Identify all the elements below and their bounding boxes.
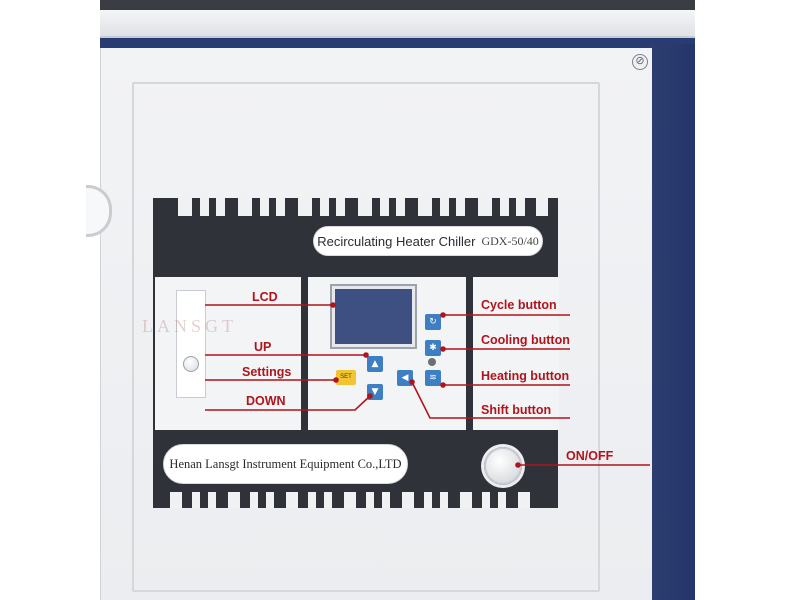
title-plate: Recirculating Heater Chiller GDX-50/40	[313, 226, 543, 256]
device-title: Recirculating Heater Chiller	[317, 233, 476, 249]
panel-tooth	[170, 492, 182, 508]
watermark: LANSGT	[142, 316, 237, 336]
panel-tooth	[276, 198, 285, 216]
panel-tooth	[456, 198, 465, 216]
screw-icon: ⊘	[632, 54, 648, 70]
label-down: DOWN	[246, 394, 286, 408]
label-settings: Settings	[242, 365, 292, 379]
panel-tooth	[482, 492, 490, 508]
panel-tooth	[286, 492, 298, 508]
panel-tooth	[238, 198, 252, 216]
panel-tooth	[260, 198, 269, 216]
panel-tooth	[358, 198, 372, 216]
panel-tooth	[298, 198, 312, 216]
small-knob[interactable]	[183, 356, 199, 372]
panel-tooth	[440, 492, 448, 508]
down-button[interactable]: ▼	[367, 384, 383, 400]
panel-tooth	[336, 198, 345, 216]
panel-tooth	[518, 492, 530, 508]
cabinet-side-panel	[650, 44, 700, 600]
panel-tooth	[320, 198, 329, 216]
panel-tooth	[366, 492, 374, 508]
panel-tooth	[228, 492, 240, 508]
panel-tooth	[178, 198, 192, 216]
door-inset-frame	[132, 82, 600, 592]
label-cycle: Cycle button	[481, 298, 557, 312]
status-led	[428, 358, 436, 366]
panel-tooth	[500, 198, 509, 216]
panel-tooth	[200, 198, 209, 216]
company-name: Henan Lansgt Instrument Equipment Co.,LT…	[169, 456, 402, 471]
panel-tooth	[498, 492, 506, 508]
label-shift: Shift button	[481, 403, 552, 417]
panel-tooth	[250, 492, 258, 508]
company-plate: Henan Lansgt Instrument Equipment Co.,LT…	[163, 444, 408, 484]
panel-tooth	[380, 198, 389, 216]
label-heating: Heating button	[481, 369, 570, 383]
shift-button[interactable]: ◀	[397, 370, 413, 386]
heating-button[interactable]: ≋	[425, 370, 441, 386]
label-cooling: Cooling button	[481, 333, 570, 347]
panel-tooth	[208, 492, 216, 508]
panel-tooth	[460, 492, 472, 508]
lcd-screen	[335, 289, 412, 344]
power-button[interactable]	[484, 447, 522, 485]
panel-tooth	[216, 198, 225, 216]
panel-tooth	[440, 198, 449, 216]
panel-tooth	[308, 492, 316, 508]
panel-tooth	[324, 492, 332, 508]
panel-tooth	[402, 492, 414, 508]
panel-tooth	[516, 198, 525, 216]
background-right	[695, 0, 800, 600]
cabinet-blue-trim	[100, 38, 700, 48]
cooling-button[interactable]: ✱	[425, 340, 441, 356]
panel-tooth	[382, 492, 390, 508]
panel-tooth	[396, 198, 405, 216]
label-up: UP	[254, 340, 272, 354]
device-model: GDX-50/40	[481, 233, 539, 248]
indicator-window	[176, 290, 206, 398]
panel-tooth	[418, 198, 432, 216]
label-onoff: ON/OFF	[566, 449, 614, 463]
panel-tooth	[536, 198, 548, 216]
settings-button[interactable]: SET	[336, 370, 356, 385]
panel-tooth	[266, 492, 274, 508]
panel-tooth	[344, 492, 356, 508]
label-lcd: LCD	[252, 290, 278, 304]
cycle-button[interactable]: ↻	[425, 314, 441, 330]
panel-tooth	[478, 198, 492, 216]
cabinet-top-lip	[100, 10, 700, 38]
up-button[interactable]: ▲	[367, 356, 383, 372]
panel-tooth	[424, 492, 432, 508]
panel-tooth	[192, 492, 200, 508]
